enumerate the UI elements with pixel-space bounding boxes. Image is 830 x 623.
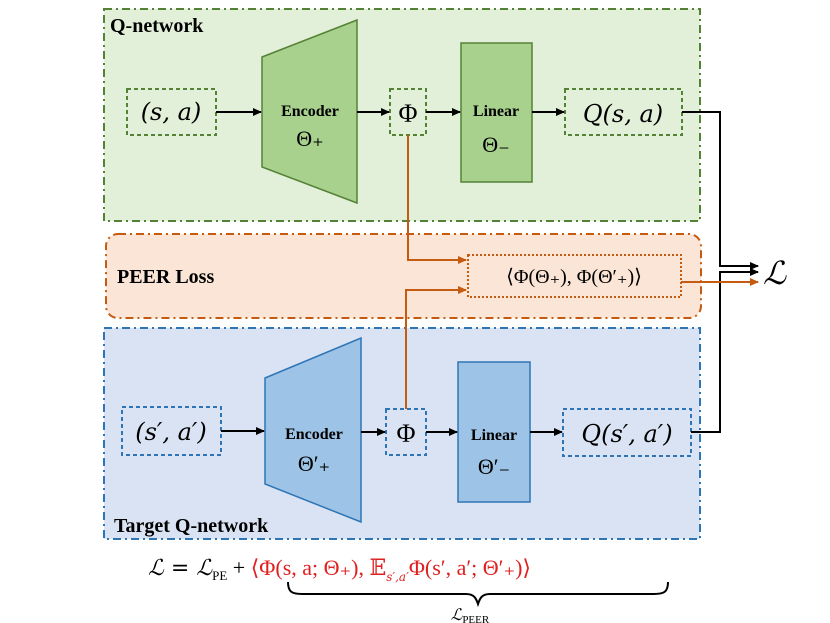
peer-arrows [405,135,759,409]
formula-peer-term-rest: Φ(s′, a′; Θ′₊)⟩ [409,555,531,580]
target-network-title: Target Q-network [114,515,269,537]
underbrace [287,581,669,608]
loss-symbol: ℒ [763,254,787,292]
brace-label: ℒPEER [451,605,490,623]
formula-peer-term: ⟨Φ(s, a; Θ₊), 𝔼 [251,555,387,580]
arrow-q-phi-to-peer [407,135,467,264]
target-output-label: Q(s′, a′) [581,420,672,448]
target-network-panel: Target Q-network (s′, a′) Encoder Θ′₊ Φ … [103,327,701,540]
bottom-formula: ℒ = ℒPE + ⟨Φ(s, a; Θ₊), 𝔼s′,a′Φ(s′, a′; … [148,555,669,623]
target-input-label: (s′, a′) [135,418,207,446]
peer-formula-box [467,254,682,298]
target-encoder-label: Encoder [285,426,343,443]
q-encoder-label: Encoder [281,103,339,120]
q-linear-param: Θ₋ [482,132,510,157]
bottom-formula-text: ℒ = ℒPE + ⟨Φ(s, a; Θ₊), 𝔼s′,a′Φ(s′, a′; … [148,555,531,584]
target-network-arrows [221,268,759,436]
target-encoder-shape [264,336,362,524]
formula-plus: + [227,555,250,580]
q-output-label: Q(s, a) [583,100,663,128]
q-input-label: (s, a) [141,98,202,126]
q-linear-shape [460,42,533,183]
target-linear-param: Θ′₋ [478,454,510,479]
q-encoder-shape [261,18,358,205]
target-phi-label: Φ [396,419,415,448]
target-output-box [562,408,692,457]
formula-prefix-sub: PE [212,568,227,583]
target-linear-label: Linear [471,427,517,444]
formula-peer-term-sub: s′,a′ [386,570,409,584]
q-linear-label: Linear [473,103,519,120]
peer-formula: ⟨Φ(Θ₊), Φ(Θ′₊)⟩ [506,266,642,288]
peer-loss-title: PEER Loss [117,266,214,288]
arrow-q-output-to-loss [682,111,759,270]
peer-loss-panel: PEER Loss ⟨Φ(Θ₊), Φ(Θ′₊)⟩ [105,233,702,319]
q-network-arrows [216,108,759,270]
arrow-target-phi-to-peer [405,286,467,409]
formula-prefix: ℒ = ℒ [148,556,213,581]
q-network-panel: Q-network (s, a) Encoder Θ₊ Φ Linear Θ₋ … [103,8,701,222]
brace-label-main: ℒ [451,605,463,623]
brace-label-sub: PEER [462,614,490,623]
q-phi-label: Φ [398,99,417,128]
arrow-target-output-to-loss [691,268,759,433]
target-encoder-param: Θ′₊ [298,451,330,476]
q-encoder-param: Θ₊ [296,126,324,151]
q-network-title: Q-network [110,15,204,37]
